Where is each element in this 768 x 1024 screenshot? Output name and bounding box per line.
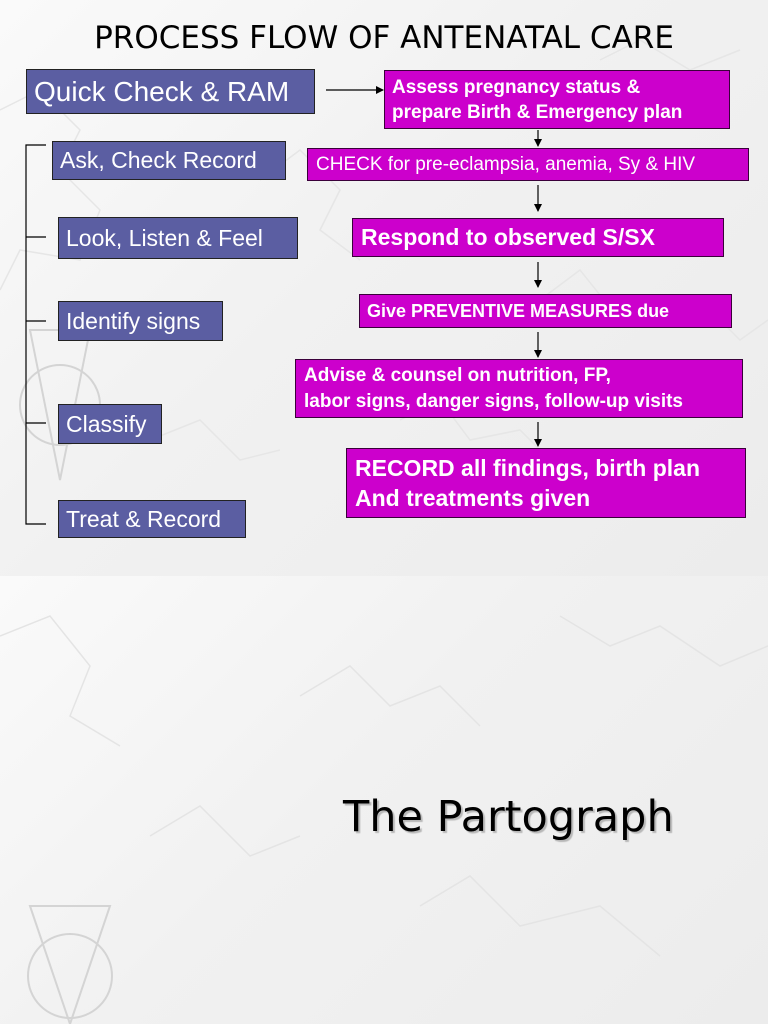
- step-look-listen-feel: Look, Listen & Feel: [58, 217, 298, 259]
- partograph-slide: The Partograph: [0, 576, 768, 1024]
- flow-check-conditions: CHECK for pre-eclampsia, anemia, Sy & HI…: [307, 148, 749, 181]
- process-flow-slide: PROCESS FLOW OF ANTENATAL CARE Quick Che…: [0, 0, 768, 576]
- step-ask-check-record: Ask, Check Record: [52, 141, 286, 180]
- partograph-title: The Partograph: [343, 792, 674, 842]
- flow-record-findings: RECORD all findings, birth plan And trea…: [346, 448, 746, 518]
- step-quick-check-ram: Quick Check & RAM: [26, 69, 315, 114]
- left-bracket-line: [25, 144, 46, 525]
- slide-title: PROCESS FLOW OF ANTENATAL CARE: [94, 20, 674, 56]
- flow-connectors: [25, 86, 542, 525]
- flow-respond-ssx: Respond to observed S/SX: [352, 218, 724, 257]
- flow-assess-pregnancy: Assess pregnancy status & prepare Birth …: [384, 70, 730, 129]
- step-classify: Classify: [58, 404, 162, 444]
- flow-advise-counsel: Advise & counsel on nutrition, FP, labor…: [295, 359, 743, 418]
- step-identify-signs: Identify signs: [58, 301, 223, 341]
- slide-background-map-pattern: [0, 615, 768, 1024]
- step-treat-record: Treat & Record: [58, 500, 246, 538]
- flow-preventive-measures: Give PREVENTIVE MEASURES due: [359, 294, 732, 328]
